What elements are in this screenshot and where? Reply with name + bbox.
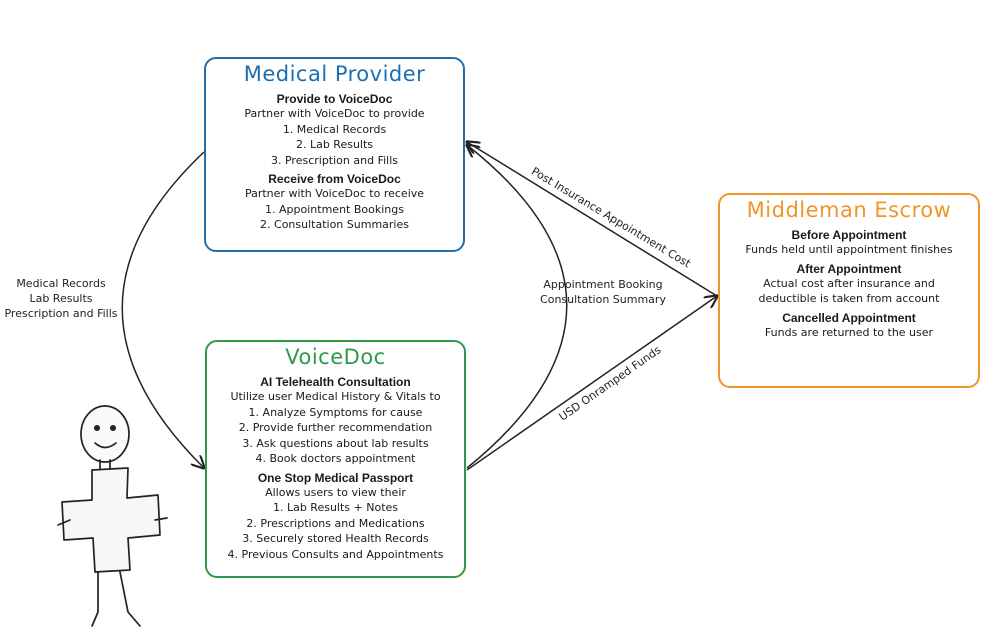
voicedoc-passport-line: 2. Prescriptions and Medications (246, 516, 425, 530)
voicedoc-consult-heading: AI Telehealth Consultation (260, 375, 411, 389)
provider-receive-line: 2. Consultation Summaries (260, 218, 409, 231)
arrow-escrow-to-provider (467, 142, 718, 297)
escrow-before-heading: Before Appointment (791, 228, 907, 242)
edge-label-line: Lab Results (29, 292, 93, 305)
voicedoc-passport-heading: One Stop Medical Passport (257, 470, 414, 485)
provider-provide-line: 1. Medical Records (282, 122, 387, 136)
escrow-before-line: Funds held until appointment finishes (745, 243, 953, 256)
voicedoc-passport-line: 3. Securely stored Health Records (242, 532, 429, 545)
escrow-after-heading: After Appointment (796, 261, 902, 276)
provider-receive-line: 1. Appointment Bookings (265, 202, 404, 216)
arrow-voicedoc-to-escrow (466, 296, 717, 471)
provider-provide-line: 3. Prescription and Fills (270, 153, 398, 167)
edge-label-line: Consultation Summary (540, 293, 666, 306)
escrow-after-line: Actual cost after insurance and (763, 276, 935, 290)
edge-label-booking-summary: Appointment Booking Consultation Summary (528, 277, 678, 307)
voicedoc-consult-line: 2. Provide further recommendation (238, 421, 433, 434)
medical-provider-box: Medical Provider Provide to VoiceDoc Par… (204, 57, 465, 252)
voicedoc-consult-line: 4. Book doctors appointment (255, 452, 416, 465)
voicedoc-title: VoiceDoc (285, 345, 386, 369)
voicedoc-consult-line: 1. Analyze Symptoms for cause (248, 405, 423, 419)
provider-provide-line: Partner with VoiceDoc to provide (244, 107, 425, 120)
edge-label-medical-data: Medical Records Lab Results Prescription… (0, 276, 122, 321)
arrow-provider-to-voicedoc (121, 151, 204, 468)
person-holding-medical-cross-icon (57, 405, 168, 627)
voicedoc-consult-line: Utilize user Medical History & Vitals to (230, 390, 441, 403)
escrow-cancelled-heading: Cancelled Appointment (782, 310, 916, 325)
voicedoc-consult-line: 3. Ask questions about lab results (242, 436, 429, 450)
edge-label-line: Prescription and Fills (4, 307, 118, 320)
provider-provide-heading: Provide to VoiceDoc (276, 92, 393, 106)
provider-receive-line: Partner with VoiceDoc to receive (244, 187, 425, 200)
provider-provide-line: 2. Lab Results (295, 138, 374, 151)
edge-label-line: Appointment Booking (543, 278, 663, 291)
voicedoc-passport-line: 1. Lab Results + Notes (272, 501, 399, 514)
provider-title: Medical Provider (243, 62, 426, 86)
edge-label-line: Medical Records (16, 277, 106, 290)
escrow-cancelled-line: Funds are returned to the user (764, 325, 934, 339)
middleman-escrow-box: Middleman Escrow Before Appointment Fund… (718, 193, 980, 388)
voicedoc-box: VoiceDoc AI Telehealth Consultation Util… (205, 340, 466, 578)
provider-receive-heading: Receive from VoiceDoc (268, 172, 401, 186)
voicedoc-passport-line: 4. Previous Consults and Appointments (227, 547, 444, 561)
arrow-voicedoc-to-provider (467, 145, 568, 469)
escrow-after-line: deductible is taken from account (758, 292, 940, 305)
escrow-title: Middleman Escrow (746, 198, 952, 222)
voicedoc-passport-line: Allows users to view their (265, 485, 406, 499)
